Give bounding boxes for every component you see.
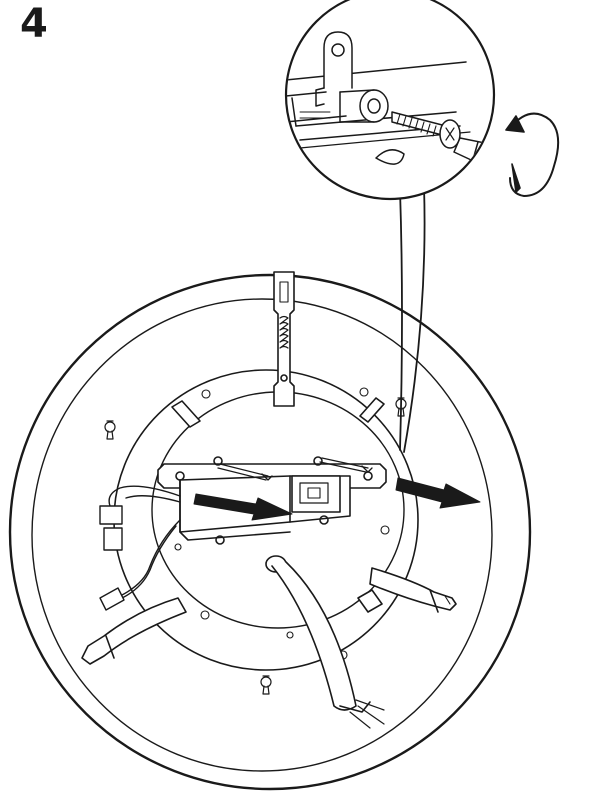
- power-cord: [265, 555, 385, 729]
- step-number: 4: [20, 1, 48, 47]
- screwdriver-icon: [453, 137, 493, 195]
- spring-arm-left: [81, 597, 187, 665]
- counterclockwise-arrow-icon: [505, 112, 560, 197]
- keyhole-icon: [104, 420, 116, 440]
- wiring-harness: [99, 485, 181, 611]
- keyhole-icon: [260, 675, 272, 695]
- callout-circle: [284, 0, 496, 201]
- housing-clip: [357, 589, 383, 613]
- detail-callout: [284, 0, 560, 453]
- screw-detail: [391, 111, 461, 149]
- bracket-screw: [319, 457, 373, 473]
- housing-clip: [171, 400, 201, 428]
- arrow-right-icon: [193, 493, 293, 521]
- lamp-rim-inner-edge: [31, 298, 493, 772]
- arrow-right-icon: [395, 477, 481, 509]
- lamp-outer-rim: [8, 273, 532, 791]
- bracket-screw: [217, 463, 273, 481]
- lamp-fixture: [8, 271, 532, 791]
- spring-bracket: [273, 271, 295, 407]
- spring-arm-right: [369, 567, 457, 613]
- callout-tail: [399, 189, 403, 451]
- housing-clip: [359, 397, 385, 423]
